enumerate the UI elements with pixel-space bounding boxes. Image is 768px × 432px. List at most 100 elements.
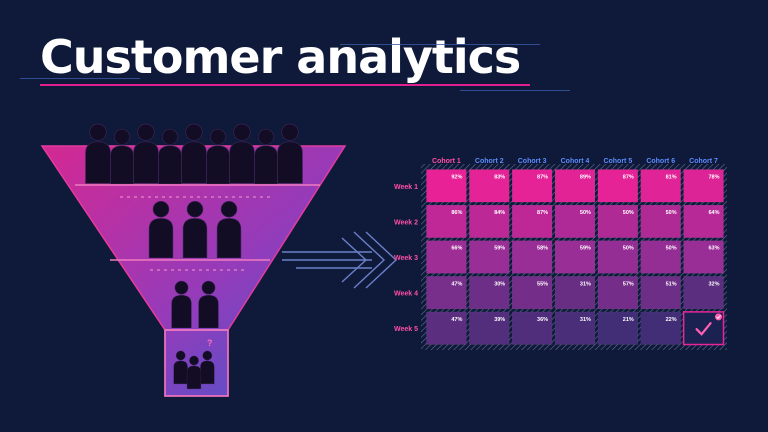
heatmap-cell (640, 276, 681, 310)
cohort-label: Cohort 5 (603, 158, 632, 165)
heatmap-cell-value: 86% (451, 210, 462, 216)
heatmap-cell-value: 58% (537, 246, 548, 252)
funnel-chart: ? (40, 123, 347, 397)
heatmap-cell-value: 83% (494, 175, 505, 181)
heatmap-cell (640, 311, 681, 345)
heatmap-cell (426, 240, 467, 274)
heatmap-cell (597, 276, 639, 310)
heatmap-cell (597, 169, 639, 203)
heatmap-cell-value: 59% (494, 246, 505, 252)
week-label: Week 1 (394, 184, 418, 191)
heatmap-cell (469, 204, 510, 238)
heatmap-cell-value: 81% (666, 175, 677, 181)
heatmap-cell-value: 22% (666, 317, 677, 323)
funnel-body (42, 146, 345, 396)
cohort-label: Cohort 1 (432, 158, 461, 165)
person-silhouette (253, 128, 279, 184)
heatmap-cell (554, 169, 596, 203)
person-silhouette (157, 128, 183, 184)
heatmap-cell (597, 240, 639, 274)
heatmap-cell (426, 276, 467, 310)
heatmap-cell-value: 64% (708, 210, 719, 216)
checkmark-icon (695, 313, 722, 336)
heatmap-cell-value: 55% (537, 281, 548, 287)
heatmap-cell-value: 31% (580, 317, 591, 323)
heatmap-cell (511, 240, 553, 274)
cohort-label: Cohort 2 (475, 158, 504, 165)
heatmap-cell-value: 39% (494, 317, 505, 323)
heatmap-cell (511, 204, 553, 238)
heatmap-cell-value: 50% (666, 210, 677, 216)
funnel-neck-box (164, 329, 229, 397)
title-glitch-line (460, 90, 570, 91)
heatmap-cell-value: 32% (708, 281, 719, 287)
heatmap-cell-value: 47% (451, 281, 462, 287)
heatmap-cell-value: 59% (580, 246, 591, 252)
heatmap-cell (683, 240, 724, 274)
heatmap-cell-value: 87% (537, 210, 548, 216)
title-glitch-line (340, 44, 540, 45)
heatmap-cell-value: 50% (666, 246, 677, 252)
heatmap-cell-value: 89% (580, 175, 591, 181)
heatmap-cell-value: 50% (623, 246, 634, 252)
heatmap-cell-value: 66% (451, 246, 462, 252)
heatmap-cell-value: 36% (537, 317, 548, 323)
heatmap-cell-value: 47% (451, 317, 462, 323)
heatmap-cell (597, 311, 639, 345)
heatmap-cell-value: 87% (537, 175, 548, 181)
double-chevron-arrow-icon (282, 231, 398, 289)
heatmap-cell (597, 204, 639, 238)
heatmap-cell (426, 204, 467, 238)
week-label: Week 3 (394, 255, 418, 262)
cohort-label: Cohort 4 (561, 158, 590, 165)
heatmap-cell (683, 276, 724, 310)
heatmap-cell (554, 240, 596, 274)
person-silhouette (205, 128, 231, 184)
heatmap-cell-value: 30% (494, 281, 505, 287)
cohort-label: Cohort 6 (646, 158, 675, 165)
heatmap-cell (640, 240, 681, 274)
heatmap-cell (469, 240, 510, 274)
heatmap-cell (469, 311, 510, 345)
heatmap-cell (511, 276, 553, 310)
heatmap-cell (511, 169, 553, 203)
cohort-label: Cohort 7 (689, 158, 718, 165)
week-label: Week 5 (394, 326, 418, 333)
person-silhouette (228, 123, 256, 184)
question-badge: ? (207, 338, 213, 348)
heatmap-cell-value: 87% (623, 175, 634, 181)
title-glitch-line (20, 78, 140, 79)
page-title: Customer analytics (40, 30, 521, 84)
heatmap-cell-value: 31% (580, 281, 591, 287)
heatmap-cell-value: 92% (451, 175, 462, 181)
heatmap-cell (511, 311, 553, 345)
cohort-heatmap: 92% 83% 87% 89% 87% 81% 78% 86% 84% 87% 50% 50% 50% 6… (394, 158, 727, 350)
week-label: Week 2 (394, 219, 418, 226)
heatmap-cell (554, 311, 596, 345)
heatmap-cell-value: 51% (666, 281, 677, 287)
person-silhouette (109, 128, 135, 184)
heatmap-cell-value: 78% (708, 175, 719, 181)
heatmap-cell-value: 57% (623, 281, 634, 287)
heatmap-cell (554, 276, 596, 310)
person-silhouette (132, 123, 160, 184)
heatmap-cell-value: 84% (494, 210, 505, 216)
heatmap-cell (426, 169, 467, 203)
heatmap-cell (683, 204, 724, 238)
person-silhouette (180, 123, 208, 184)
heatmap-cell (469, 276, 510, 310)
heatmap-cell-value: 63% (708, 246, 719, 252)
heatmap-cell (683, 169, 724, 203)
cohort-label: Cohort 3 (518, 158, 547, 165)
heatmap-cell (640, 169, 681, 203)
week-label: Week 4 (394, 291, 418, 298)
person-silhouette (276, 123, 304, 184)
heatmap-cell-value: 21% (623, 317, 634, 323)
heatmap-cell (469, 169, 510, 203)
heatmap-cell (554, 204, 596, 238)
heatmap-cell (426, 311, 467, 345)
heatmap-cell-value: 50% (580, 210, 591, 216)
heatmap-cell-value: 50% (623, 210, 634, 216)
heatmap-cell (640, 204, 681, 238)
